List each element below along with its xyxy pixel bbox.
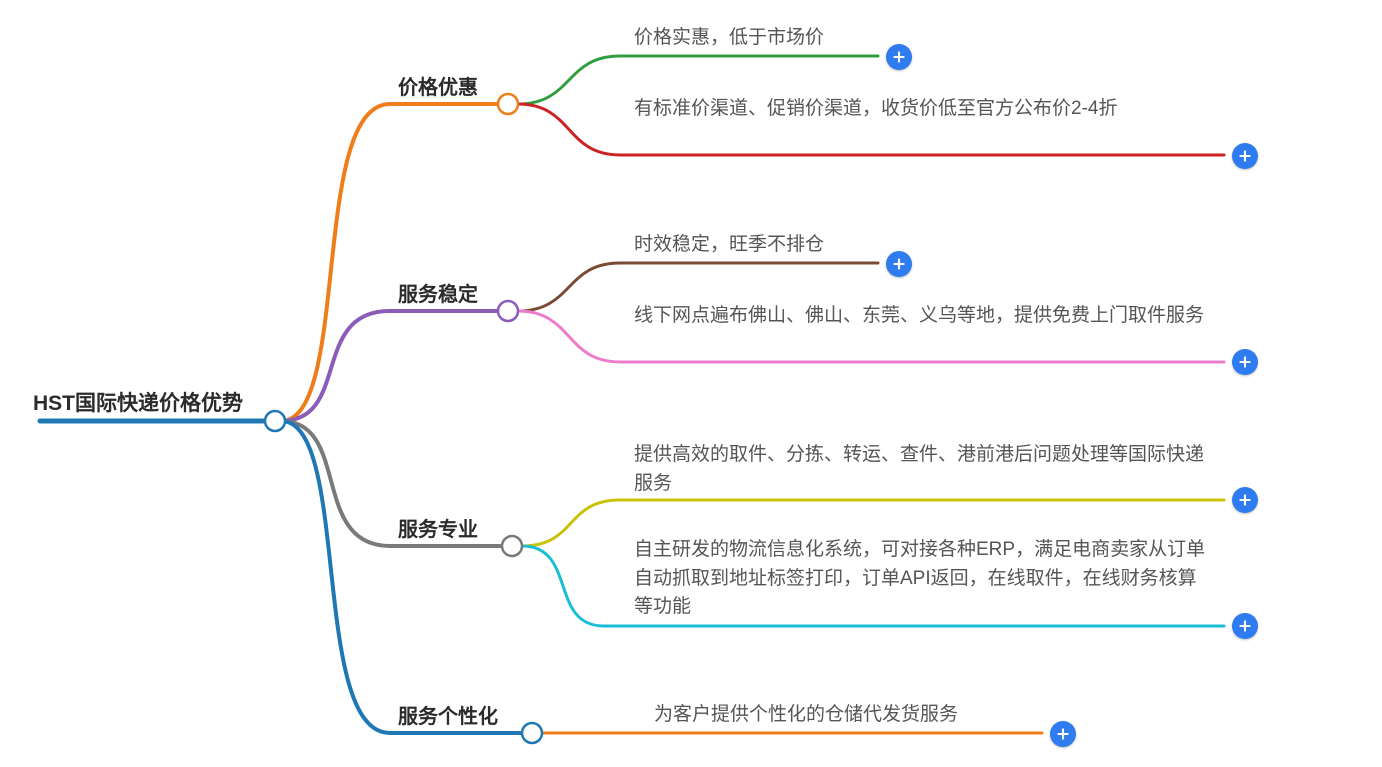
root-label[interactable]: HST国际快递价格优势 [33,392,243,415]
branch-node-professional[interactable] [500,534,524,558]
leaf-connector-pro-2 [520,544,606,628]
branch-node-price[interactable] [496,92,520,116]
plus-icon [893,51,905,63]
root-node[interactable] [263,409,287,433]
add-node-button-price-1[interactable] [886,44,912,70]
leaf-connector-stable-1 [516,261,622,313]
leaf-text-price-1[interactable]: 价格实惠，低于市场价 [634,27,825,48]
leaf-connector-pro-1 [520,498,622,548]
add-node-button-price-2[interactable] [1232,143,1258,169]
leaf-connector-price-1 [516,54,622,106]
leaf-connector-price-2 [516,102,622,157]
add-node-button-stable-1[interactable] [886,251,912,277]
branch-connector-professional [279,419,392,548]
plus-icon [1239,494,1251,506]
leaf-connector-stable-2 [516,309,622,364]
branch-label-price[interactable]: 价格优惠 [398,77,478,99]
leaf-text-personal-1[interactable]: 为客户提供个性化的仓储代发货服务 [654,704,959,725]
branch-label-professional[interactable]: 服务专业 [398,519,478,541]
plus-icon [893,258,905,270]
leaf-text-pro-1[interactable]: 提供高效的取件、分拣、转运、查件、港前港后问题处理等国际快递服务 [634,444,1205,494]
branch-label-stable[interactable]: 服务稳定 [398,284,478,306]
add-node-button-stable-2[interactable] [1232,349,1258,375]
plus-icon [1239,620,1251,632]
plus-icon [1239,356,1251,368]
branch-connector-stable [279,309,392,423]
branch-connector-price [279,102,392,423]
add-node-button-pro-2[interactable] [1232,613,1258,639]
add-node-button-personal-1[interactable] [1050,721,1076,747]
branch-node-stable[interactable] [496,299,520,323]
add-node-button-pro-1[interactable] [1232,487,1258,513]
plus-icon [1057,728,1069,740]
branch-label-personalized[interactable]: 服务个性化 [398,706,498,728]
leaf-text-stable-1[interactable]: 时效稳定，旺季不排仓 [634,234,825,255]
leaf-text-price-2[interactable]: 有标准价渠道、促销价渠道，收货价低至官方公布价2-4折 [634,98,1118,119]
branch-connector-personalized [279,419,392,735]
plus-icon [1239,150,1251,162]
leaf-text-stable-2[interactable]: 线下网点遍布佛山、佛山、东莞、义乌等地，提供免费上门取件服务 [634,305,1205,326]
branch-node-personalized[interactable] [520,721,544,745]
leaf-text-pro-2[interactable]: 自主研发的物流信息化系统，可对接各种ERP，满足电商卖家从订单自动抓取到地址标签… [634,539,1206,617]
